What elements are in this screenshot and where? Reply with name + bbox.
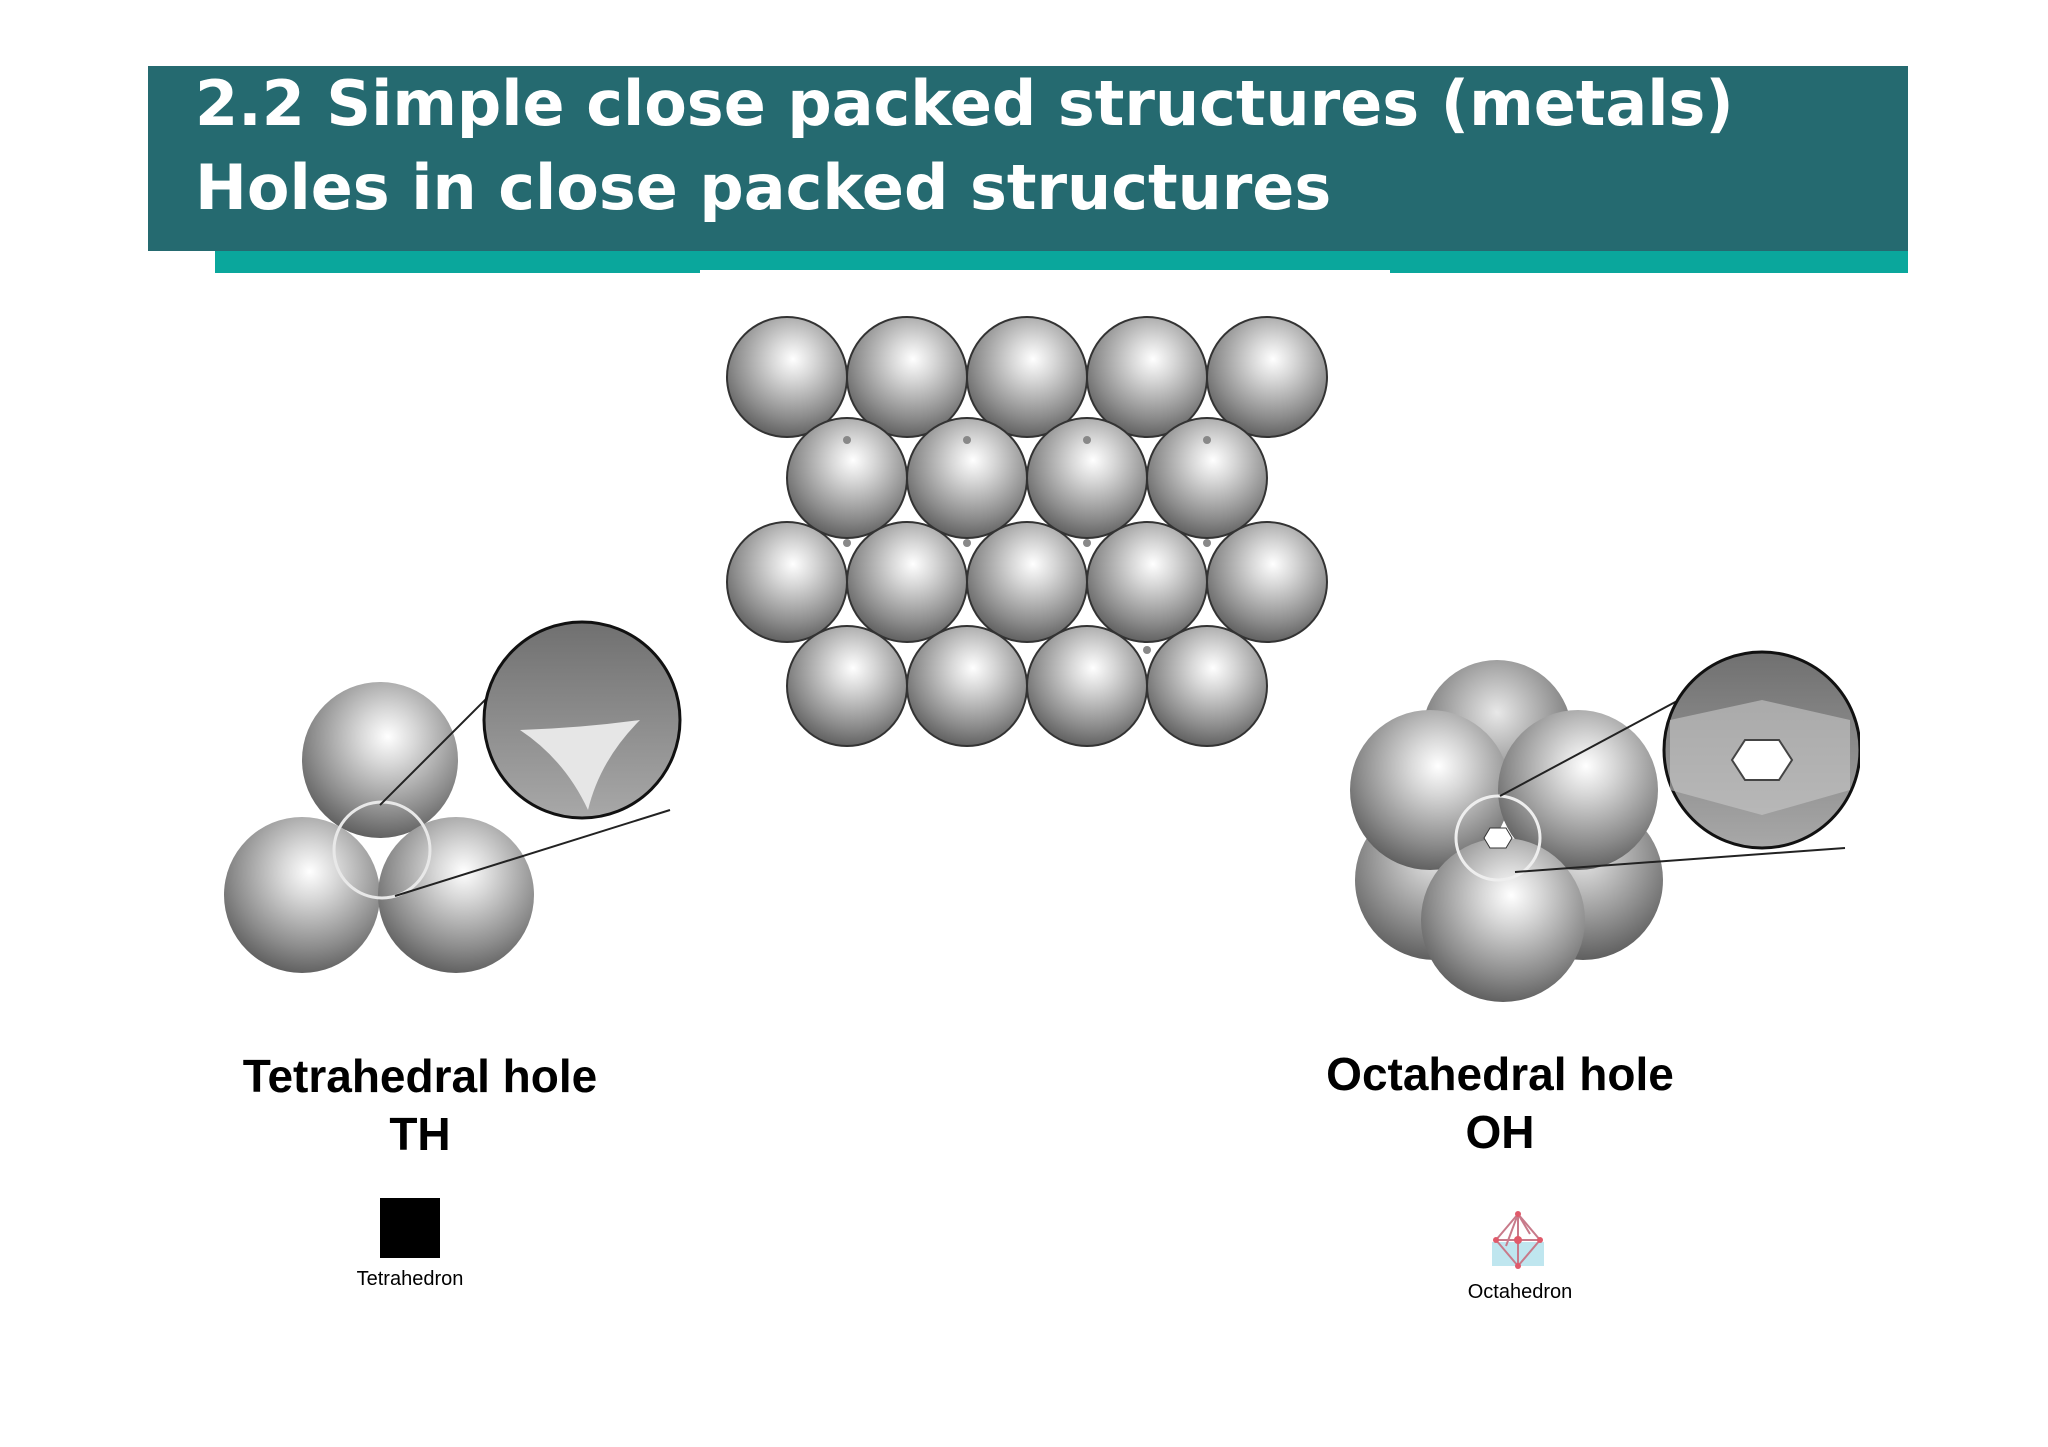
title-accent-stripe xyxy=(215,251,1908,273)
close-packed-layer-illustration xyxy=(700,270,1390,760)
tetrahedral-hole-illustration xyxy=(224,620,682,973)
tetrahedral-hole-label-block: Tetrahedral hole TH xyxy=(210,1047,630,1163)
tetrahedron-caption: Tetrahedron xyxy=(356,1268,464,1290)
title-line-1: 2.2 Simple close packed structures (meta… xyxy=(195,67,1734,140)
octahedron-caption: Octahedron xyxy=(1467,1281,1573,1303)
slide-title: 2.2 Simple close packed structures (meta… xyxy=(195,62,1734,230)
octahedral-hole-label-block: Octahedral hole OH xyxy=(1290,1045,1710,1161)
tetrahedral-hole-label: Tetrahedral hole xyxy=(242,1050,598,1102)
octahedral-hole-label: Octahedral hole xyxy=(1326,1048,1674,1100)
tetrahedron-icon[interactable] xyxy=(380,1198,440,1258)
tetrahedral-hole-abbr: TH xyxy=(389,1108,451,1160)
octahedron-icon[interactable] xyxy=(1488,1210,1548,1270)
octahedral-hole-illustration xyxy=(1350,650,1860,1002)
title-line-2: Holes in close packed structures xyxy=(195,151,1332,224)
title-bar xyxy=(148,66,1908,251)
octahedral-hole-abbr: OH xyxy=(1465,1106,1535,1158)
